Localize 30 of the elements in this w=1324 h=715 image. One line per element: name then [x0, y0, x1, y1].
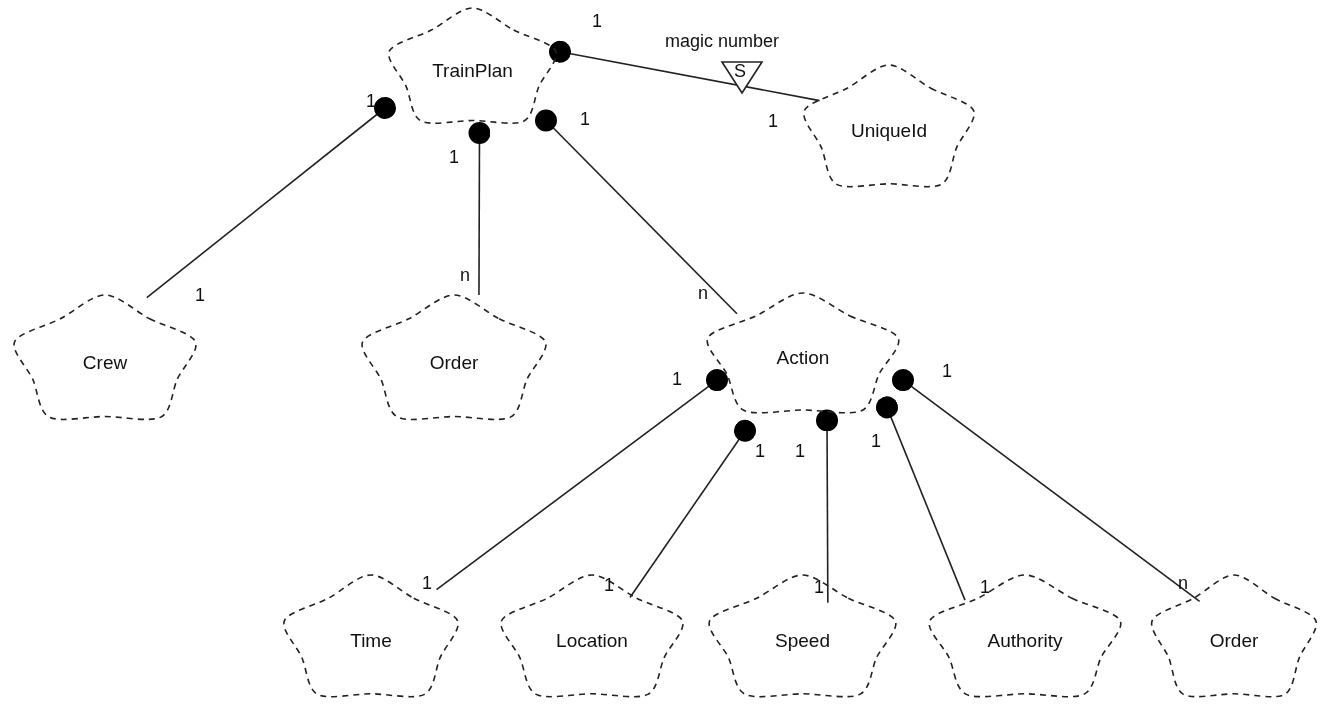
multiplicity-label: 1 — [580, 110, 590, 128]
class-name: Action — [776, 347, 830, 369]
multiplicity-label: n — [1178, 574, 1188, 592]
multiplicity-label: 1 — [980, 578, 990, 596]
edge-label: magic number — [664, 31, 779, 50]
class-name: Crew — [82, 351, 128, 374]
class-name: Authority — [987, 630, 1063, 652]
class-name: Location — [556, 630, 628, 652]
multiplicity-label: 1 — [755, 442, 765, 460]
class-name: Speed — [775, 630, 830, 652]
multiplicity-label: 1 — [814, 578, 824, 596]
class-name: Order — [429, 351, 479, 374]
multiplicity-label: 1 — [366, 92, 376, 110]
class-name: TrainPlan — [432, 59, 513, 82]
multiplicity-label: n — [460, 266, 470, 284]
multiplicity-label: 1 — [604, 576, 614, 594]
multiplicity-label: 1 — [195, 286, 205, 304]
multiplicity-label: 1 — [422, 574, 432, 592]
class-name: Order — [1209, 630, 1259, 652]
class-name: Time — [350, 630, 392, 652]
class-name: UniqueId — [850, 120, 928, 142]
multiplicity-label: 1 — [592, 12, 602, 30]
multiplicity-label: 1 — [942, 362, 952, 380]
multiplicity-label: 1 — [795, 442, 805, 460]
adornment-letter: S — [734, 62, 746, 80]
multiplicity-label: 1 — [672, 370, 682, 388]
multiplicity-label: 1 — [449, 148, 459, 166]
multiplicity-label: 1 — [871, 432, 881, 450]
multiplicity-label: n — [698, 284, 708, 302]
multiplicity-label: 1 — [768, 112, 778, 130]
